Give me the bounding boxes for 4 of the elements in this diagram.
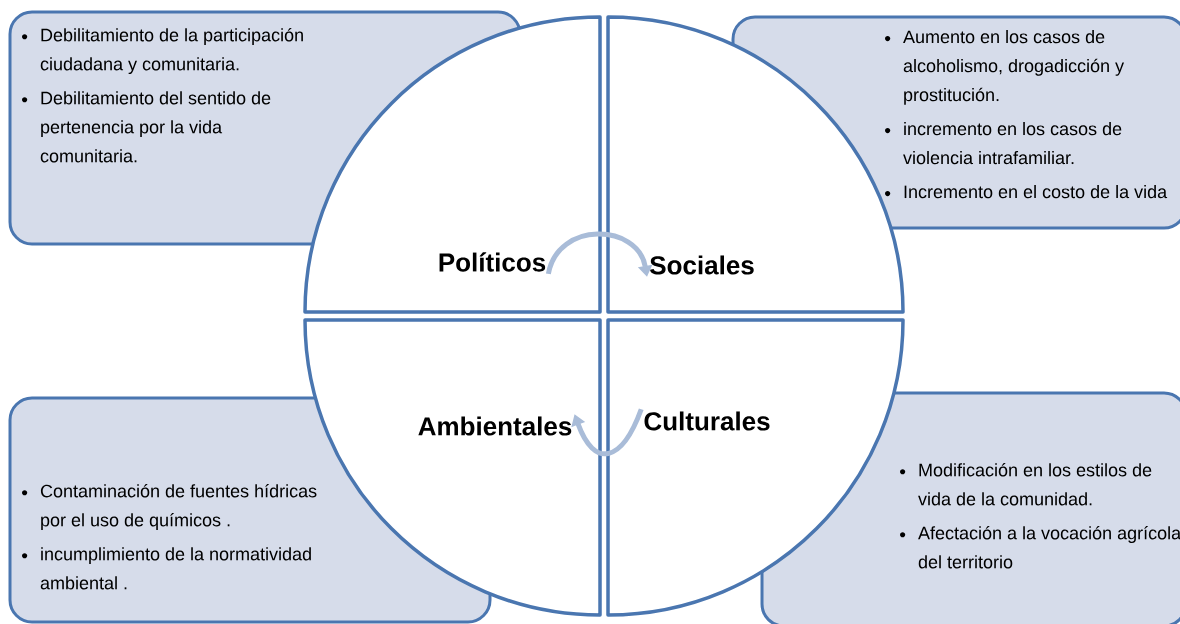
- bullet-item: Debilitamiento del sentido de pertenencia por la vida comunitaria.: [22, 91, 271, 163]
- quadrant: Políticos: [303, 15, 602, 314]
- bullet-item: Debilitamiento de la participación ciudadana y comunitaria.: [22, 28, 303, 74]
- quadrant: Culturales: [606, 318, 905, 617]
